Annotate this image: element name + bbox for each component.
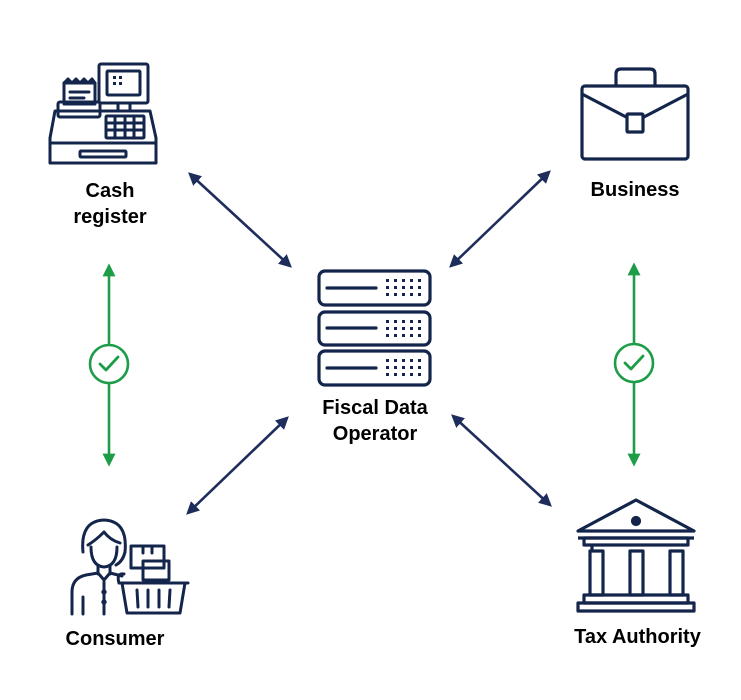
cash-register-label-line-2: register [73,206,147,228]
server-icon [317,269,432,387]
arrow-tax-authority-operator [451,414,552,507]
arrow-business-operator [449,170,551,268]
government-building-icon [576,498,696,613]
cash-register-label: Cash register [55,178,165,230]
arrow-consumer-operator [186,416,289,515]
arrow-cash-register-operator [188,172,292,268]
cash-register-label-line-1: Cash [85,180,135,202]
fiscal-data-operator-label-line-1: Fiscal Data [322,397,428,419]
fiscal-data-operator-label-line-2: Operator [332,423,418,445]
shopper-icon [70,518,190,616]
briefcase-icon [580,67,690,161]
business-label: Business [590,179,680,201]
tax-authority-label: Tax Authority [574,626,701,648]
consumer-label: Consumer [65,628,165,650]
cash-register-icon [48,62,158,165]
check-circle-icon [613,342,655,384]
fiscal-data-operator-label: Fiscal Data Operator [305,395,445,447]
check-circle-icon [88,343,130,385]
